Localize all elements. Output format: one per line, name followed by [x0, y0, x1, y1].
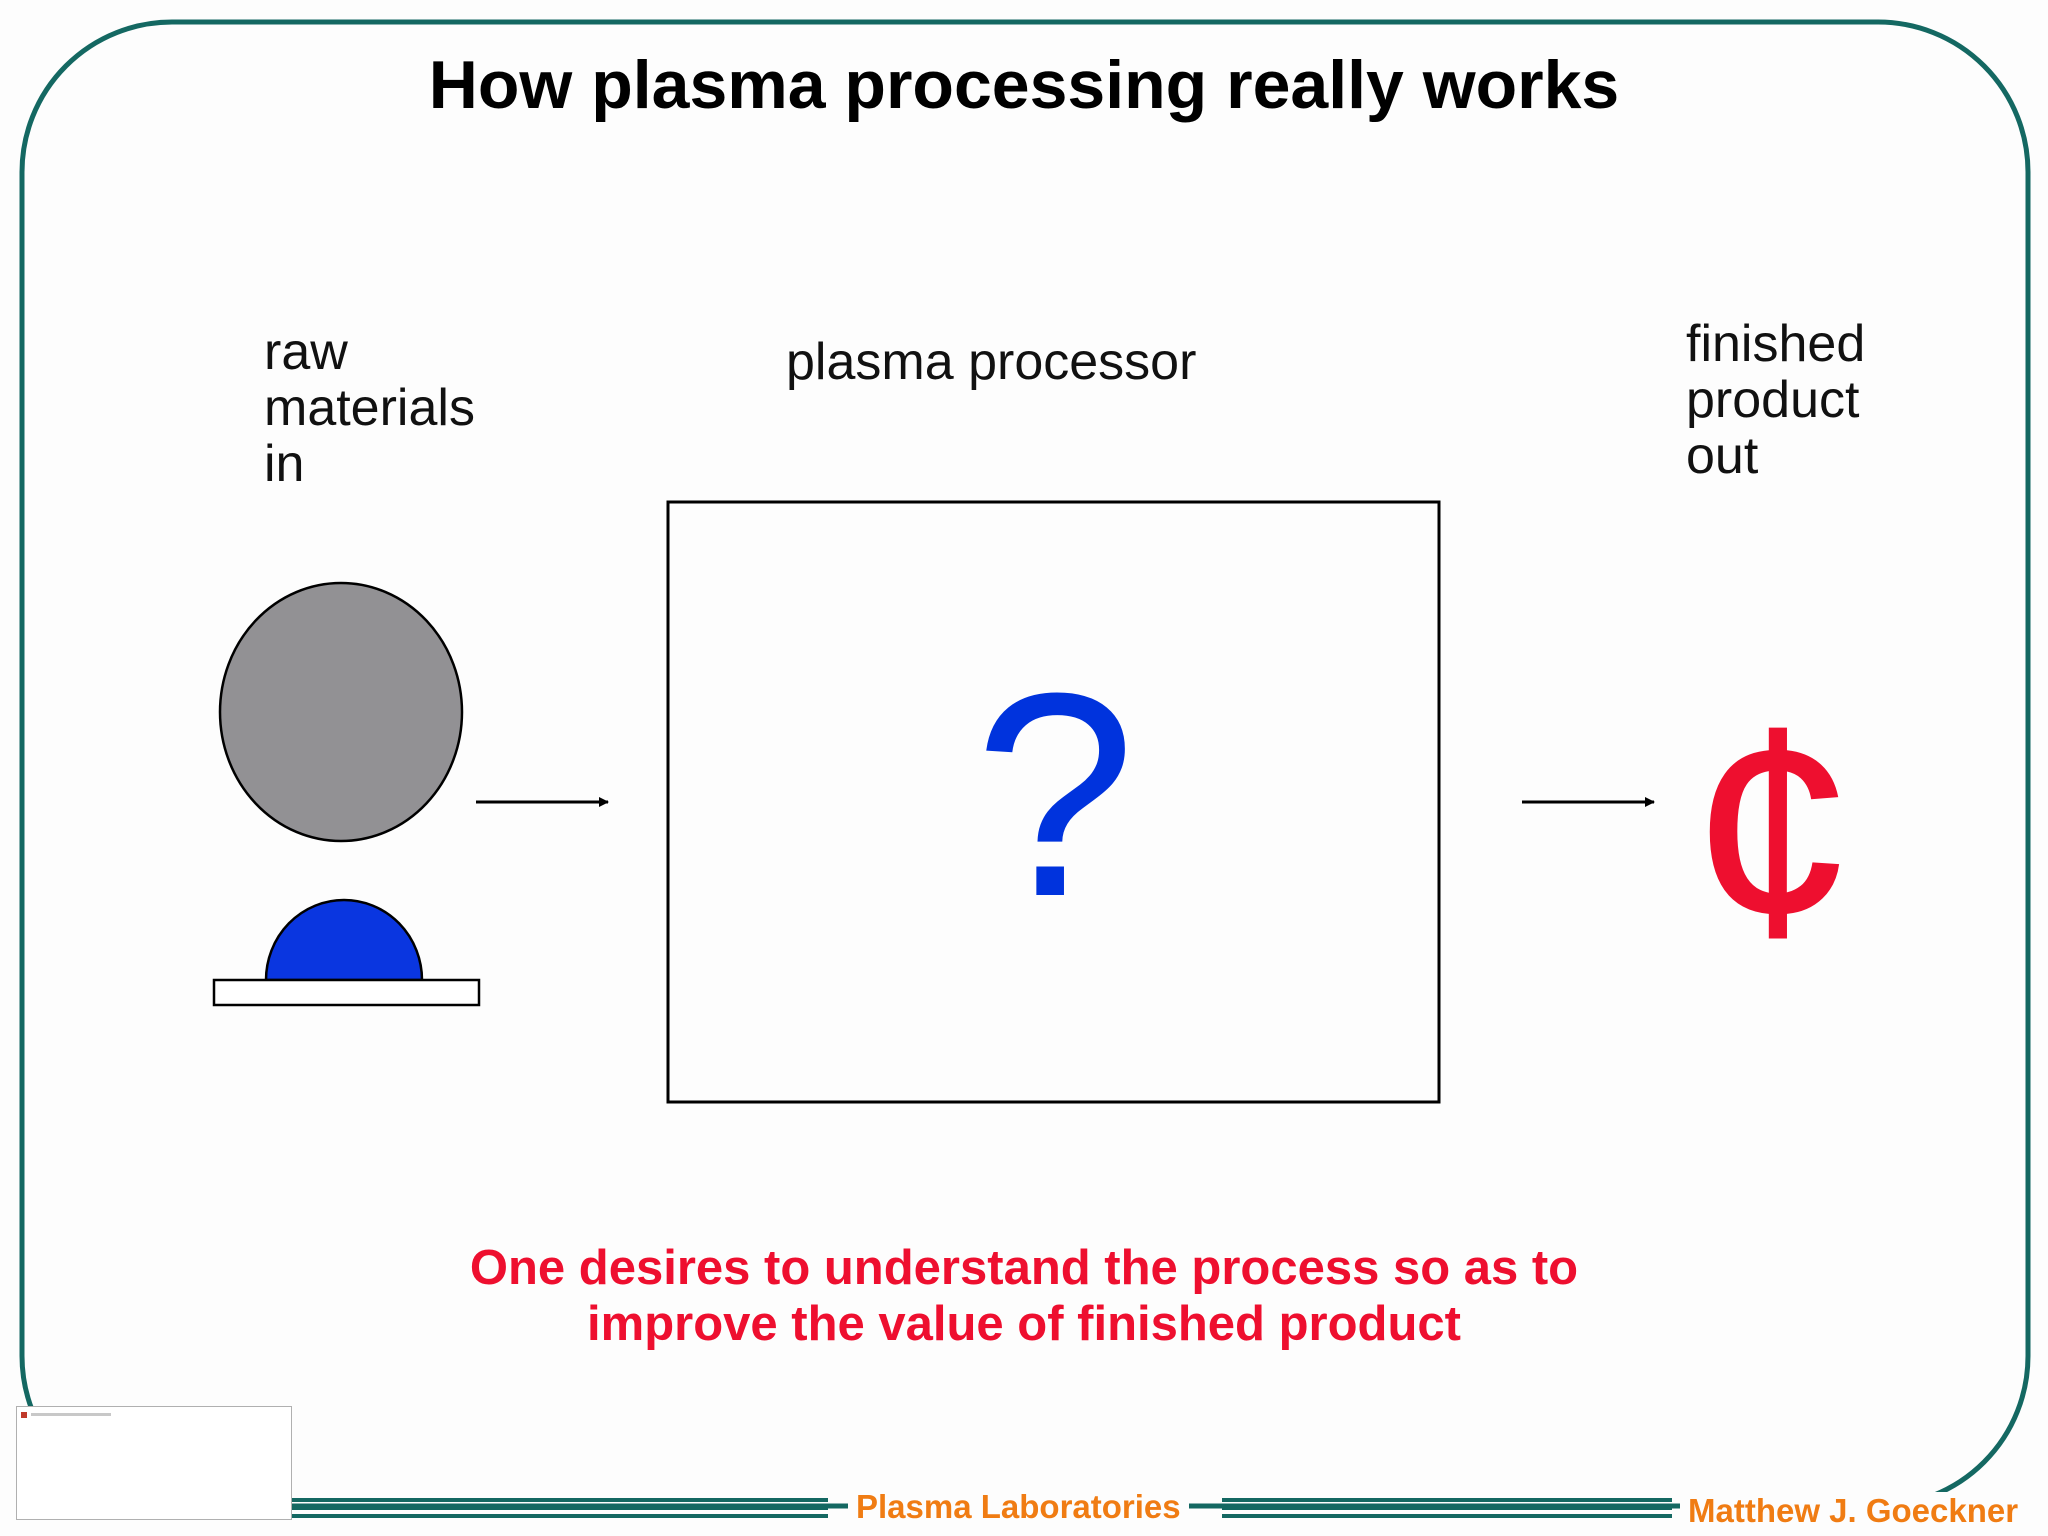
processor-label: plasma processor	[786, 333, 1197, 391]
slide-title: How plasma processing really works	[428, 47, 1620, 123]
footer-lab-name: Plasma Laboratories	[848, 1488, 1189, 1526]
output-label: finished product out	[1686, 316, 1865, 484]
thumbnail-caption	[31, 1413, 111, 1416]
input-label-line: raw	[264, 323, 348, 381]
key-message-line: One desires to understand the process so…	[469, 1241, 1579, 1295]
output-label-line: out	[1686, 427, 1759, 485]
input-label-line: materials	[264, 379, 475, 437]
input-label-line: in	[264, 435, 305, 493]
key-message-line: improve the value of finished product	[587, 1297, 1461, 1351]
cent-sign: ¢	[1690, 662, 1857, 998]
output-label-line: product	[1686, 371, 1860, 429]
raw-wafer-disk	[218, 581, 464, 843]
key-message: One desires to understand the process so…	[0, 1240, 2048, 1352]
question-mark: ?	[974, 633, 1136, 957]
input-label: raw materials in	[264, 324, 475, 492]
slide-thumbnail	[16, 1406, 292, 1520]
processor-box	[666, 500, 1441, 1104]
substrate-bar	[212, 978, 481, 1007]
footer-rule-left	[290, 1498, 828, 1518]
blue-dome	[264, 898, 424, 982]
footer-rule-right	[1222, 1498, 1672, 1518]
footer-author: Matthew J. Goeckner	[1680, 1492, 2027, 1530]
output-label-line: finished	[1686, 315, 1866, 373]
thumbnail-marker	[21, 1412, 27, 1418]
